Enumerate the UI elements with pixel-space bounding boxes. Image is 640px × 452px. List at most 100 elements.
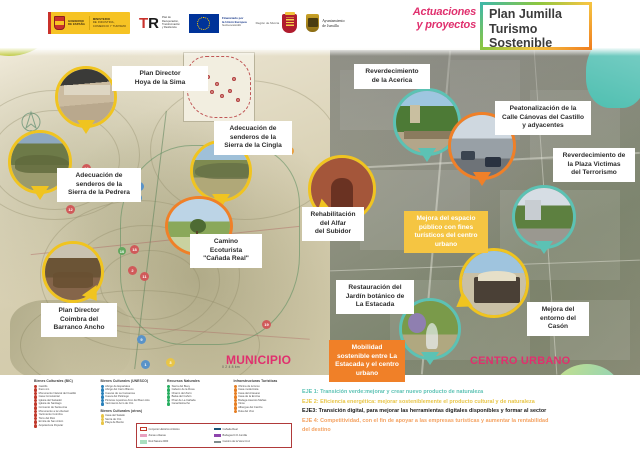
legend-item-label: Pinar de La Cañada <box>171 398 196 402</box>
legend-item-label: Yacimiento Arco de Oro <box>105 402 134 406</box>
map-marker-19[interactable]: 19 <box>262 320 271 329</box>
legend-item-label: Canal Estrecho <box>171 402 190 406</box>
tr-monogram-icon: TR <box>139 14 160 32</box>
logo-divider <box>89 16 90 30</box>
map-marker-1[interactable]: 1 <box>141 360 150 369</box>
legend-item-label: Arquitectura Popular <box>38 424 64 428</box>
logo-line: Plan de <box>162 16 171 20</box>
logo-text: Financiado por la Unión Europea NextGene… <box>222 17 247 28</box>
logo-line: MINISTERIO <box>92 16 111 21</box>
legend-item: Casa del Artesano <box>233 391 295 396</box>
legend-box-item: Zonas urbanas <box>140 433 214 438</box>
callout-camino-canada-real[interactable]: Camino Ecoturista "Cañada Real" <box>190 234 262 268</box>
brand-frame <box>480 2 592 50</box>
legend-marker-icon <box>100 402 104 407</box>
callout-reverdecimiento-acerica[interactable]: Reverdecimiento de la Acerica <box>354 64 430 90</box>
callout-hoya-de-la-sima[interactable]: Plan Director Hoya de la Sima <box>112 66 208 92</box>
legend-marker-icon <box>100 384 104 389</box>
legend-item: Balsa del Cañón <box>167 395 228 399</box>
legend-item: Abrigo del Carro Blanco <box>100 388 162 392</box>
logo-line: Ayuntamiento <box>322 18 345 23</box>
legend-marker-icon <box>34 384 37 389</box>
logo-line: y Resiliencia <box>162 26 177 30</box>
legend-column-infraestructuras: Infraestructuras Turísticas Oficina de t… <box>233 379 295 428</box>
legend-marker-icon <box>167 395 170 399</box>
legend-item: Casa del Salado <box>100 414 162 418</box>
header-subtitle-line1: Actuaciones <box>412 6 476 18</box>
legend-swatch <box>214 433 221 438</box>
legend-box-label: Camino de la Vera Cruz <box>222 440 251 444</box>
legend-title: Bienes Culturales (BIC) <box>34 379 73 383</box>
eje-3: EJE3: Transición digital, para mejorar l… <box>302 408 547 415</box>
logo-line: GOBIERNO <box>68 18 85 23</box>
callout-jardin-botanico[interactable]: Restauración del Jardín botánico de La E… <box>336 280 414 314</box>
brand-badge[interactable]: Plan Jumilla Turismo Sostenible <box>480 2 592 50</box>
callout-movilidad-sostenible[interactable]: Mobilidad sostenible entre La Estacada y… <box>329 340 405 383</box>
map-marker-10[interactable]: 10 <box>118 247 126 255</box>
callout-sierra-de-la-cingla[interactable]: Adecuación de senderos de la Sierra de l… <box>214 121 292 155</box>
callout-text: Peatonalización de la Calle Cánovas del … <box>501 105 585 130</box>
legend-item-label: Albergue del Carche <box>238 406 263 410</box>
callout-plaza-victimas-terrorismo[interactable]: Reverdecimiento de la Plaza Victimas del… <box>553 148 635 182</box>
legend-item-label: Charco del Zorro <box>171 391 192 395</box>
logo-gobierno-espana: GOBIERNO DE ESPAÑA MINISTERIO DE INDUSTR… <box>48 12 130 34</box>
legend-marker-icon <box>100 388 104 392</box>
callout-coimbra-barranco-ancho[interactable]: Plan Director Coimbra del Barranco Ancho <box>41 303 117 337</box>
pin-sierra-de-la-cingla[interactable] <box>190 140 252 208</box>
logo-text: MINISTERIO DE INDUSTRIA, COMERCIO Y TURI… <box>92 16 129 28</box>
legend-item: Cuevas de La Camarosa <box>100 391 162 396</box>
legend-item: Pinturas rupestres Arco del Buen Aire <box>100 398 162 403</box>
legend-item: Pinar de La Cañada <box>167 398 228 403</box>
pin-coimbra-barranco-ancho[interactable] <box>42 241 105 306</box>
map-marker-18[interactable]: 18 <box>130 245 139 254</box>
callout-mejora-espacio-publico[interactable]: Mejora del espacio público con fines tur… <box>404 211 488 254</box>
legend-box-label: Red Natura 2000 <box>148 440 169 444</box>
logo-line: DE INDUSTRIA, COMERCIO Y TURISMO <box>92 20 127 28</box>
pin-hoya-de-la-sima[interactable] <box>55 66 117 134</box>
legend-marker-icon <box>233 402 237 407</box>
callout-mejora-entorno-cason[interactable]: Mejora del entorno del Casón <box>527 302 589 336</box>
legend-marker-icon <box>233 409 237 414</box>
legend-box-item: Conjunto Histórico Artístico <box>140 427 214 431</box>
callout-alfar-del-subidor[interactable]: Rehabilitación del Alfar del Subidor <box>302 207 364 241</box>
callout-sierra-de-la-pedrera[interactable]: Adecuación de senderos de la Sierra de l… <box>57 168 141 202</box>
legend-marker-icon <box>34 424 37 428</box>
legend-item-label: Bodega Asensio Mañas <box>238 398 267 402</box>
callout-text: Rehabilitación del Alfar del Subidor <box>310 211 356 236</box>
legend-marker-icon <box>233 384 237 389</box>
legend-item: Vinos <box>233 402 295 407</box>
callout-text: Reverdecimiento de la Plaza Victimas del… <box>562 152 626 177</box>
legend-swatch <box>140 440 147 444</box>
map-marker-2[interactable]: 2 <box>128 266 137 275</box>
legend-marker-icon <box>100 414 104 418</box>
logo-text: Plan de Recuperación, Transformación y R… <box>162 16 180 29</box>
pin-mejora-entorno-cason[interactable] <box>451 248 529 318</box>
legend-marker-icon <box>100 398 104 403</box>
map-label-municipio: MUNICIPIO <box>226 353 292 367</box>
pin-plaza-victimas-terrorismo[interactable] <box>512 185 576 254</box>
map-marker-3[interactable]: 3 <box>166 358 175 367</box>
legend-item: Charco del Zorro <box>167 391 228 396</box>
legend-box-item: Red Natura 2000 <box>140 440 214 444</box>
map-marker-11[interactable]: 11 <box>140 272 149 281</box>
callout-peatonalizacion-canovas[interactable]: Peatonalización de la Calle Cánovas del … <box>495 101 591 135</box>
legend-item-label: Cueva del Peliciego <box>105 395 129 399</box>
map-marker-9[interactable]: 9 <box>137 335 146 344</box>
callout-text: Reverdecimiento de la Acerica <box>365 68 419 84</box>
callout-text: Camino Ecoturista "Cañada Real" <box>203 238 249 263</box>
legend-column-bic: Bienes Culturales (BIC) Castillo Ibero-I… <box>34 379 95 428</box>
map-scale-bar: 0 2 4 8 km <box>222 365 240 369</box>
ejes-list: EJE 1: Transición verde:mejorar y crear … <box>302 388 640 452</box>
legend-item-label: Sierra del Buey <box>171 384 190 388</box>
legend-item-label: Ibero-Ico <box>38 388 50 392</box>
legend-item-label: Pinturas rupestres Arco del Buen Aire <box>105 398 150 402</box>
logo-union-europea: Financiado por la Unión Europea NextGene… <box>188 10 247 36</box>
legend-marker-icon <box>34 388 37 392</box>
legend-item-label: Cabezo de la Rosa <box>171 388 195 392</box>
brand-line-1: Plan Jumilla <box>489 7 562 21</box>
map-marker-12[interactable]: 12 <box>66 205 75 214</box>
eu-flag-icon <box>188 13 219 33</box>
logo-line: Región de Murcia <box>255 21 280 25</box>
legend-swatch <box>140 433 147 438</box>
legend-item: Sierra de Oro <box>100 417 162 422</box>
